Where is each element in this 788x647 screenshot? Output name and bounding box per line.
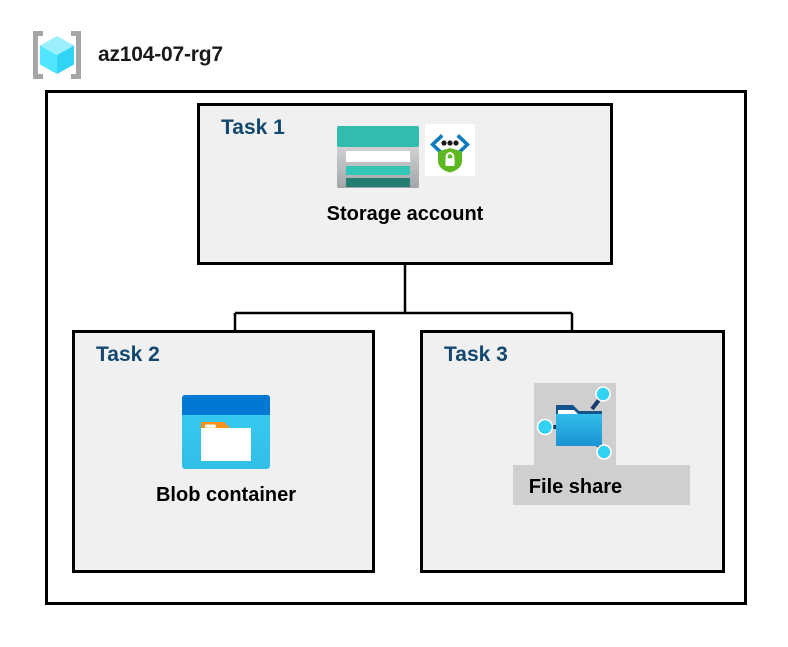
task-2-box: Task 2 <box>72 330 375 573</box>
task-1-box: Task 1 <box>197 103 613 265</box>
blob-container-icon <box>180 393 272 476</box>
storage-account-icon-row <box>335 124 475 195</box>
storage-account-node[interactable]: Storage account <box>305 124 505 226</box>
resource-group-header: az104-07-rg7 <box>30 26 330 84</box>
file-share-label: File share <box>528 476 623 498</box>
file-share-icon <box>536 383 616 468</box>
file-share-node[interactable]: File share <box>468 383 683 499</box>
task-2-label: Task 2 <box>96 343 160 366</box>
private-link-shield-icon <box>425 124 475 181</box>
task-3-box: Task 3 <box>420 330 725 573</box>
task-3-label: Task 3 <box>444 343 508 366</box>
file-share-label-plate <box>513 465 690 505</box>
task-1-label: Task 1 <box>221 116 285 139</box>
storage-account-label: Storage account <box>326 203 484 225</box>
resource-group-cube-icon <box>30 29 84 81</box>
resource-group-name: az104-07-rg7 <box>98 43 223 66</box>
storage-account-icon <box>335 124 421 195</box>
blob-container-node[interactable]: Blob container <box>111 393 341 507</box>
blob-container-label: Blob container <box>155 484 296 506</box>
